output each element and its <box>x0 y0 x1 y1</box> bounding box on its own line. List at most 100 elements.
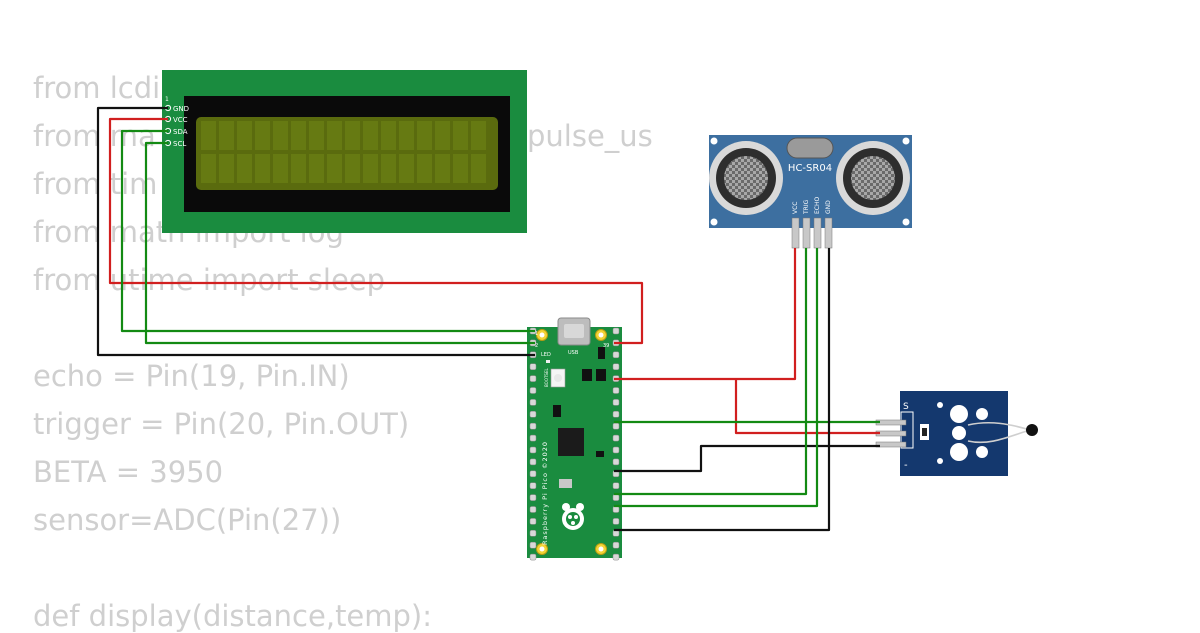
raspberry-logo <box>562 503 584 530</box>
pico-pin[interactable] <box>612 518 620 525</box>
pico-pin[interactable] <box>612 399 620 406</box>
lcd-char-cell <box>363 154 378 183</box>
pico-board[interactable]: LED USB 1 2 39 BOOTSEL <box>527 317 622 561</box>
code-line: from utime import sleep <box>33 263 386 297</box>
pico-pin[interactable] <box>529 518 537 525</box>
lcd-char-cell <box>273 154 288 183</box>
pico-pin[interactable] <box>529 387 537 394</box>
lcd-display[interactable]: 1 GND VCC SDA SCL <box>162 70 527 233</box>
pico-pin[interactable] <box>612 541 620 549</box>
sonar-pin[interactable] <box>813 217 822 249</box>
wire-sensor-vcc[interactable] <box>734 379 880 435</box>
sensor-pin[interactable] <box>875 419 907 426</box>
pico-pin[interactable] <box>612 434 620 442</box>
sonar-pin[interactable] <box>824 217 833 249</box>
pico-pin[interactable] <box>529 530 537 537</box>
pico-pin[interactable] <box>529 482 537 489</box>
temperature-sensor[interactable]: S - <box>875 391 1038 476</box>
sensor-mark-minus: - <box>904 460 908 471</box>
code-fragment: pulse_us <box>527 119 653 153</box>
lcd-char-cell <box>345 154 360 183</box>
pico-pin[interactable] <box>612 482 620 489</box>
bootsel-label: BOOTSEL <box>544 368 549 387</box>
pico-pin[interactable] <box>612 351 620 359</box>
pico-pin[interactable] <box>529 470 537 478</box>
pico-pin[interactable] <box>529 399 537 406</box>
lcd-pin-label: SCL <box>173 140 186 148</box>
smd-resistor-body <box>922 428 927 436</box>
bootsel-button-cap <box>554 374 562 382</box>
lcd-char-grid <box>201 121 486 183</box>
pico-pin[interactable] <box>529 506 537 513</box>
wire-sonar-trig[interactable] <box>614 248 808 496</box>
pico-pin[interactable] <box>529 494 537 501</box>
pico-pin[interactable] <box>612 506 620 513</box>
solder-pad <box>950 405 968 423</box>
crystal-oscillator <box>786 137 834 159</box>
pico-component <box>598 347 605 359</box>
wire-sonar-echo[interactable] <box>614 248 819 508</box>
sonar-pin-label: TRIG <box>803 199 810 215</box>
pico-pin[interactable] <box>529 553 537 561</box>
solder-pad <box>937 458 943 464</box>
lcd-char-cell <box>471 154 486 183</box>
lcd-char-cell <box>327 154 342 183</box>
pico-usb-label: USB <box>568 350 579 356</box>
wire-sonar-vcc[interactable] <box>614 248 797 381</box>
code-line: from tim <box>33 167 158 201</box>
lcd-char-cell <box>471 121 486 150</box>
pico-pin[interactable] <box>612 553 620 561</box>
pico-pin[interactable] <box>612 422 620 430</box>
wire-sonar-gnd[interactable] <box>614 248 831 532</box>
solder-pad <box>976 408 988 420</box>
pico-pin[interactable] <box>612 387 620 394</box>
pico-pin[interactable] <box>529 422 537 430</box>
pico-pin[interactable] <box>612 411 620 418</box>
pico-pin[interactable] <box>612 494 620 501</box>
lcd-char-cell <box>453 154 468 183</box>
mount-hole <box>710 137 718 145</box>
code-line: BETA = 3950 <box>33 455 224 489</box>
lcd-pin-label: VCC <box>173 116 188 124</box>
usb-port-inner <box>564 324 584 338</box>
pico-pin[interactable] <box>612 530 620 537</box>
pico-led-label: LED <box>541 352 551 358</box>
mount-hole-center <box>539 546 545 552</box>
solder-pad <box>937 402 943 408</box>
pico-pin[interactable] <box>612 327 620 335</box>
thermistor-lead <box>967 422 1031 431</box>
pico-pin[interactable] <box>529 541 537 549</box>
wire-lcd-sda[interactable] <box>120 129 535 333</box>
wires <box>96 106 880 532</box>
sonar-pin[interactable] <box>791 217 800 249</box>
lcd-char-cell <box>327 121 342 150</box>
pico-pin[interactable] <box>529 446 537 454</box>
wire-lcd-scl[interactable] <box>144 141 535 345</box>
mount-hole-center <box>598 332 604 338</box>
pico-pin[interactable] <box>529 458 537 466</box>
code-line: trigger = Pin(20, Pin.OUT) <box>33 407 410 441</box>
lcd-char-cell <box>273 121 288 150</box>
lcd-pin-label: SDA <box>173 128 188 136</box>
code-line: from lcdi <box>33 71 161 105</box>
wire-sensor-gnd[interactable] <box>614 444 880 473</box>
sonar-pin-label: VCC <box>792 202 799 214</box>
sonar-pin[interactable] <box>802 217 811 249</box>
wire-lcd-vcc[interactable] <box>108 117 644 345</box>
sensor-pin[interactable] <box>875 441 907 448</box>
lcd-char-cell <box>291 154 306 183</box>
pico-pin[interactable] <box>612 363 620 370</box>
ultrasonic-sensor[interactable]: HC-SR04 VCC TRIG ECHO GND <box>709 135 912 249</box>
pico-pin[interactable] <box>612 458 620 466</box>
pico-pin[interactable] <box>529 375 537 382</box>
code-line: from ma <box>33 119 156 153</box>
wire-lcd-gnd[interactable] <box>96 106 535 357</box>
sensor-pin[interactable] <box>875 430 907 437</box>
pico-pin[interactable] <box>612 446 620 454</box>
pico-pin[interactable] <box>529 411 537 418</box>
pico-pin[interactable] <box>529 363 537 370</box>
pico-pin[interactable] <box>529 434 537 442</box>
lcd-char-cell <box>255 154 270 183</box>
lcd-char-cell <box>453 121 468 150</box>
